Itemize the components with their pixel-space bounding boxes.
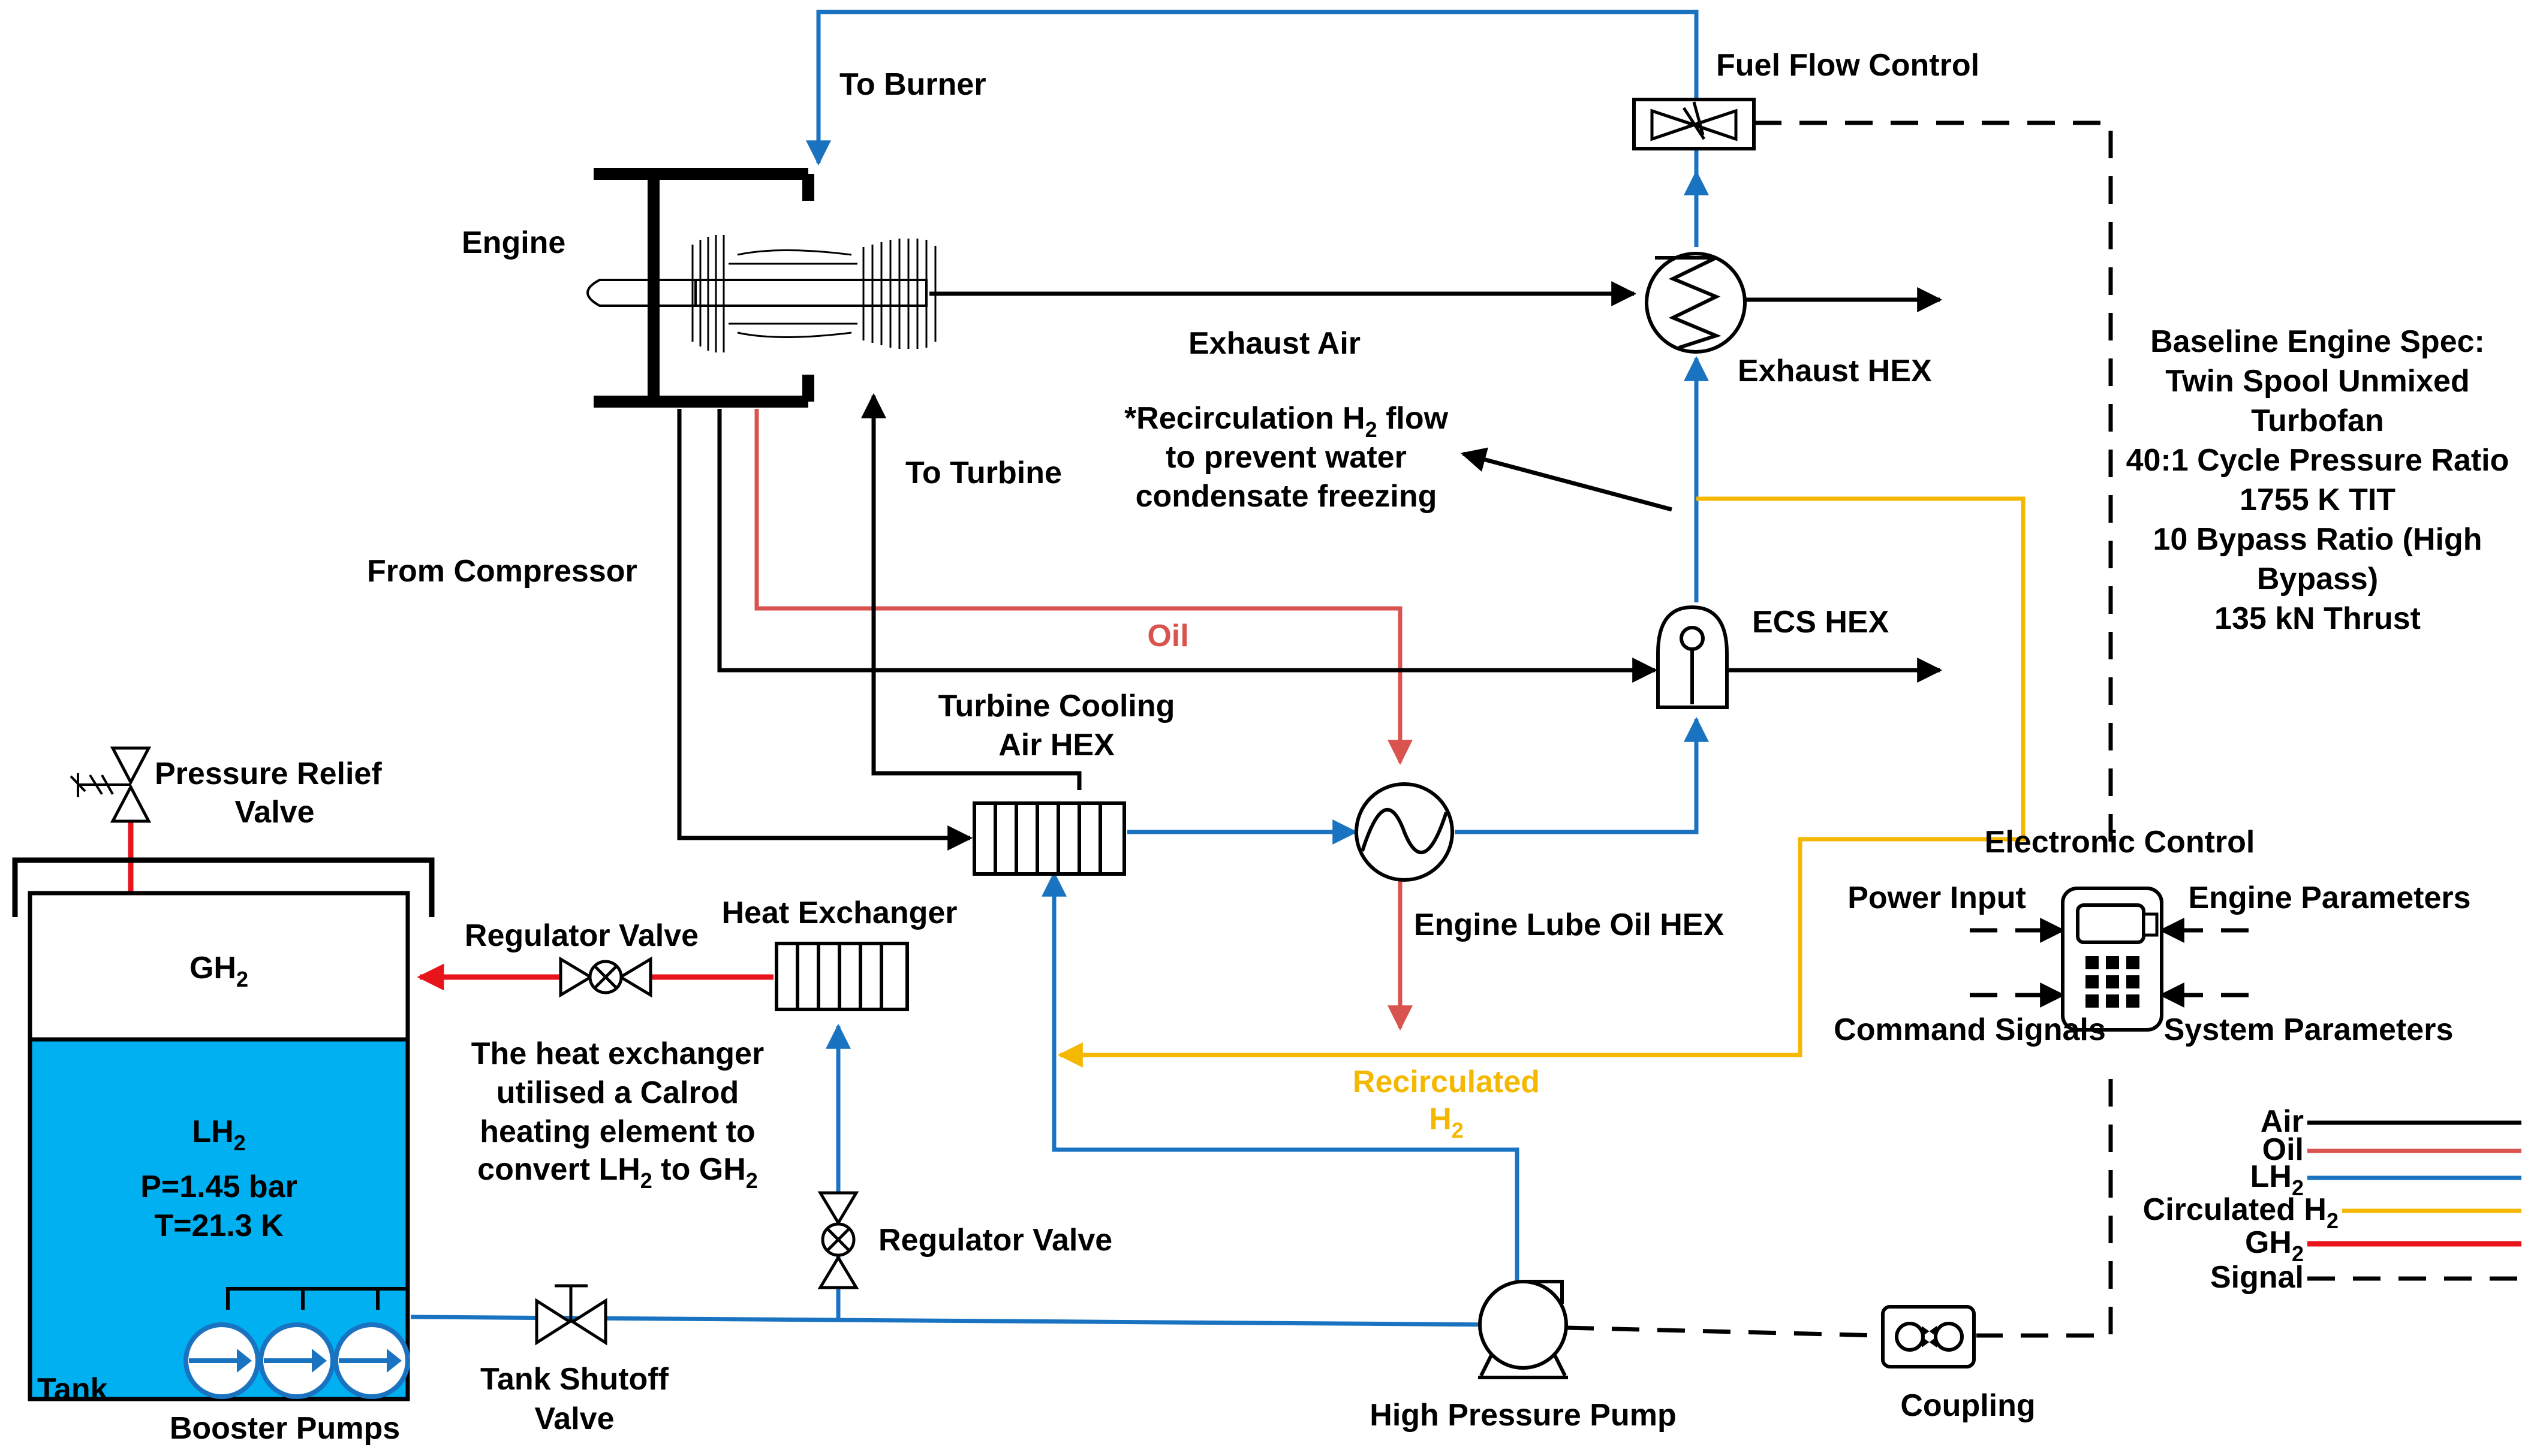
label-recirculated-line1: Recirculated (1353, 1065, 1540, 1099)
regulator-valve-top-symbol (559, 956, 652, 998)
engine-spec-line: 10 Bypass Ratio (High (2153, 522, 2482, 557)
recirc-note-arrow (1460, 447, 1672, 512)
lh2-line-pump-to-tcahex (1042, 871, 1519, 1288)
legend-label-circulated-h2: Circulated H2 (2143, 1192, 2339, 1233)
oil-line (754, 409, 1413, 765)
high-pressure-pump-symbol (1478, 1280, 1568, 1379)
label-heat-exchanger: Heat Exchanger (721, 896, 957, 930)
label-recirc-note-line1: *Recirculation H2 flow (1124, 401, 1449, 442)
label-regulator-valve-top: Regulator Valve (465, 918, 699, 953)
label-engine: Engine (462, 225, 565, 260)
tank-shutoff-valve-symbol (535, 1284, 607, 1346)
legend-label-gh2: GH2 (2245, 1225, 2304, 1266)
ecs-hex-symbol (1656, 605, 1729, 709)
label-turbine-cooling-line2: Air HEX (998, 728, 1115, 762)
legend-label-signal: Signal (2210, 1260, 2304, 1295)
label-heater-note-line1: The heat exchanger (471, 1036, 764, 1071)
label-exhaust-hex: Exhaust HEX (1738, 354, 1932, 388)
fuel-flow-control-valve (1632, 98, 1756, 150)
electronic-control-unit-symbol (2061, 887, 2163, 1032)
lh2-line-to-burner (806, 10, 1699, 174)
recirculated-h2-line (1057, 496, 2026, 1068)
tank-gh2-label: GH2 (189, 951, 248, 991)
exhaust-hex-symbol (1645, 252, 1747, 354)
label-heater-note-line2: utilised a Calrod (496, 1075, 739, 1110)
legend-label-lh2: LH2 (2250, 1159, 2304, 1200)
label-recirc-note-line2: to prevent water (1166, 440, 1407, 475)
lh2-line-lube-to-ecs (1455, 716, 1709, 834)
coupling-symbol (1881, 1305, 1976, 1368)
label-high-pressure-pump: High Pressure Pump (1370, 1398, 1676, 1433)
label-power-input: Power Input (1847, 881, 2026, 915)
air-line-from-compressor-ecs (717, 409, 1658, 683)
label-booster-pumps: Booster Pumps (170, 1411, 400, 1446)
engine-lube-oil-hex-symbol (1355, 782, 1454, 882)
booster-pumps-symbol (183, 1287, 410, 1399)
heat-exchanger-symbol (775, 942, 909, 1011)
label-exhaust-air: Exhaust Air (1188, 326, 1361, 361)
legend-label-air: Air (2261, 1104, 2304, 1139)
label-tank-shutoff-line2: Valve (534, 1401, 614, 1436)
label-engine-lube-oil-hex: Engine Lube Oil HEX (1414, 908, 1724, 942)
label-oil: Oil (1147, 619, 1188, 653)
label-command-signals: Command Signals (1834, 1012, 2106, 1047)
air-line-to-turbine (861, 393, 1082, 790)
tank-temperature: T=21.3 K (154, 1208, 284, 1243)
legend-label-oil: Oil (2262, 1132, 2304, 1167)
label-regulator-valve-bottom: Regulator Valve (878, 1223, 1112, 1258)
engine-spec-line: Bypass) (2257, 562, 2378, 596)
engine-spec-title: Baseline Engine Spec: (2150, 324, 2485, 359)
label-pressure-relief-line1: Pressure Relief (155, 756, 382, 791)
engine-spec-line: 135 kN Thrust (2214, 601, 2421, 636)
label-heater-note-line4: convert LH2 to GH2 (477, 1152, 758, 1193)
engine-spec-line: 1755 K TIT (2240, 483, 2395, 517)
signal-line-coupling (1976, 1079, 2113, 1338)
turbine-cooling-air-hex-symbol (973, 801, 1126, 876)
air-line-from-compressor-tcahex (677, 409, 973, 851)
label-electronic-control: Electronic Control (1985, 825, 2255, 860)
engine-spec-block: Baseline Engine Spec: Twin Spool Unmixed… (2126, 324, 2509, 636)
signal-line-pump (1566, 1325, 1881, 1338)
label-tank: Tank (37, 1372, 108, 1407)
label-from-compressor: From Compressor (367, 554, 637, 589)
label-coupling: Coupling (1900, 1388, 2035, 1423)
tank-pressure: P=1.45 bar (140, 1169, 297, 1204)
pressure-relief-valve-symbol (70, 746, 152, 823)
tank-lh2-label: LH2 (192, 1114, 245, 1155)
regulator-valve-bottom-symbol (817, 1191, 859, 1289)
label-system-parameters: System Parameters (2164, 1012, 2454, 1047)
engine-spec-line: Twin Spool Unmixed (2165, 364, 2469, 399)
label-to-turbine: To Turbine (905, 456, 1062, 490)
label-heater-note-line3: heating element to (480, 1114, 755, 1149)
label-recirculated-line2: H2 (1429, 1102, 1464, 1143)
label-engine-parameters: Engine Parameters (2188, 881, 2470, 915)
hydrogen-tank (12, 857, 435, 1401)
label-fuel-flow-control: Fuel Flow Control (1716, 48, 1979, 83)
engine-spec-line: 40:1 Cycle Pressure Ratio (2126, 443, 2509, 478)
signal-line-ffc (1754, 120, 2113, 857)
engine-symbol (586, 168, 937, 408)
label-recirc-note-line3: condensate freezing (1136, 479, 1437, 514)
label-tank-shutoff-line1: Tank Shutoff (480, 1362, 669, 1397)
label-turbine-cooling-line1: Turbine Cooling (938, 689, 1175, 724)
engine-spec-line: Turbofan (2251, 403, 2383, 438)
label-to-burner: To Burner (839, 67, 986, 102)
legend: Air Oil LH2 Circulated H2 GH2 Signal (2143, 1104, 2521, 1295)
label-pressure-relief-line2: Valve (234, 795, 314, 830)
label-ecs-hex: ECS HEX (1752, 605, 1889, 640)
